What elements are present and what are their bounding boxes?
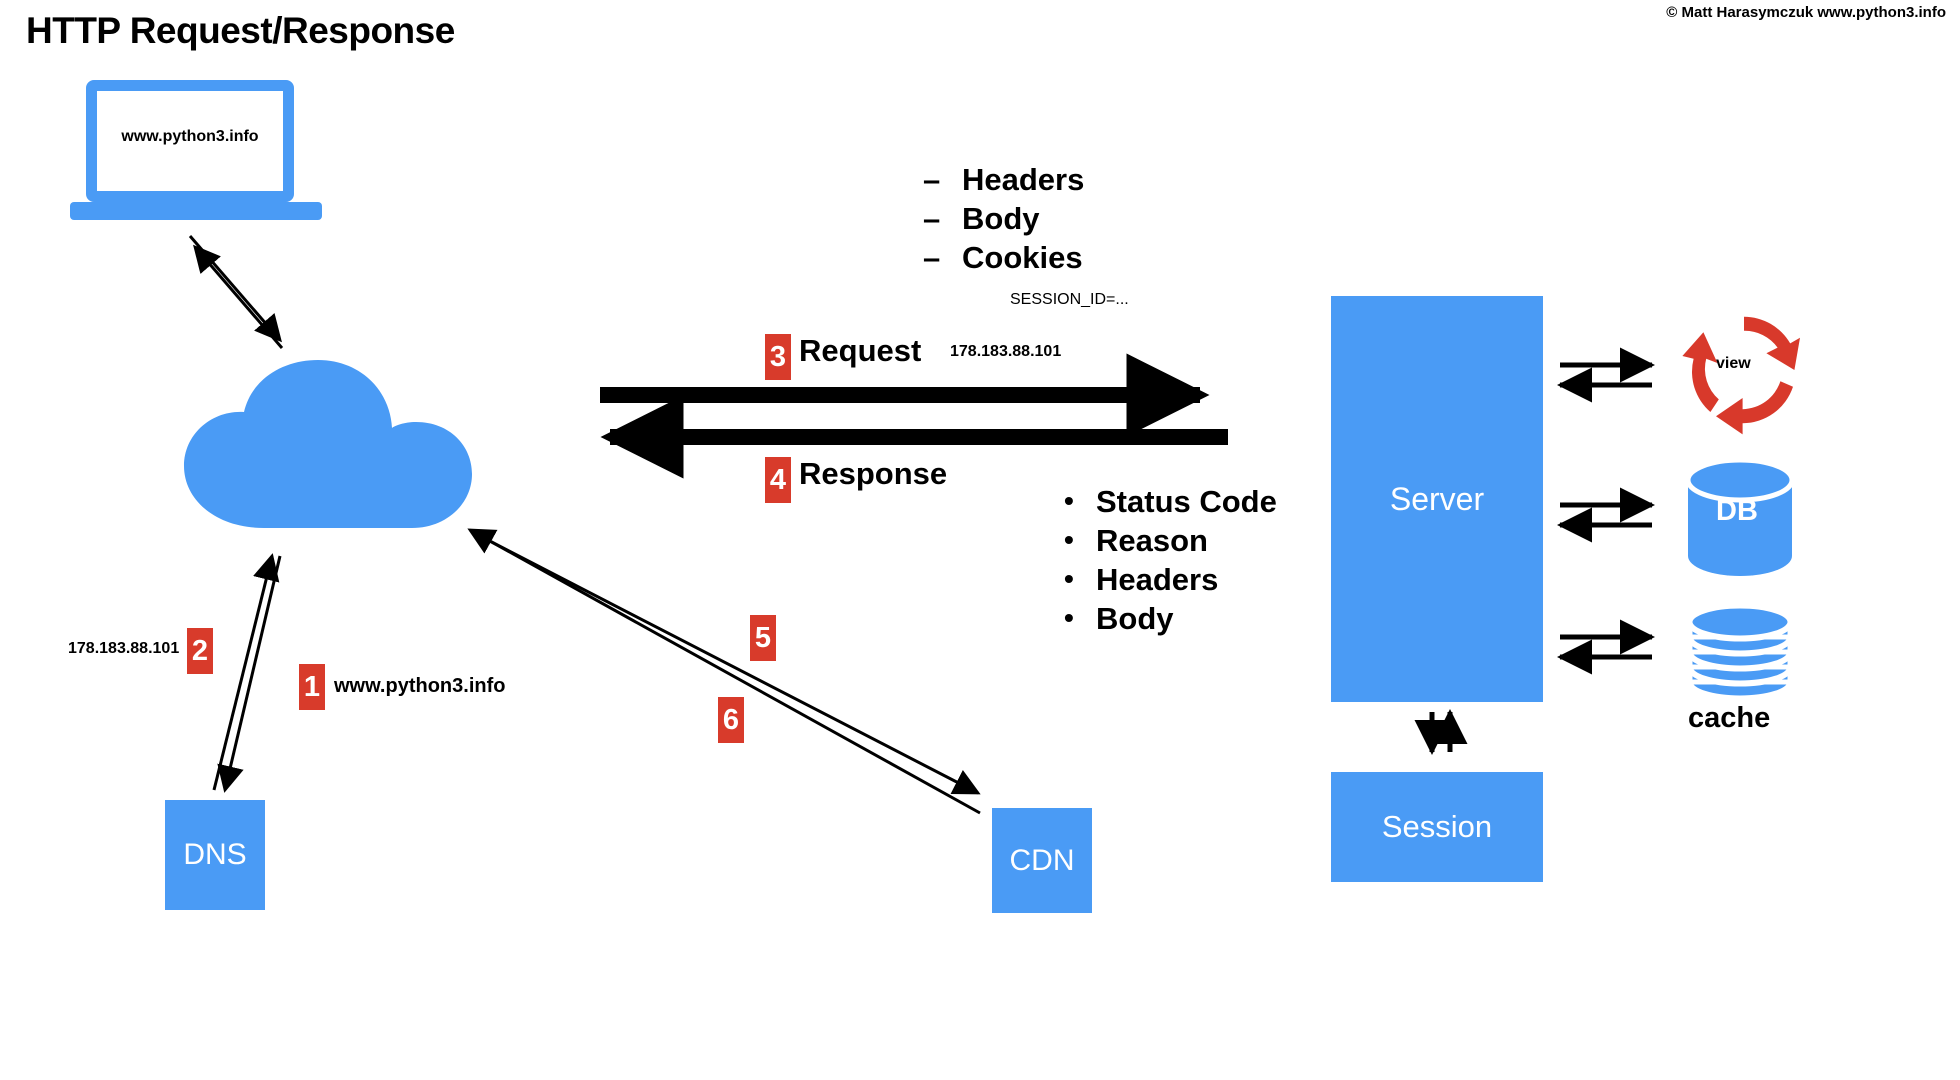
- laptop-url-label: www.python3.info: [121, 128, 259, 145]
- laptop-base: [70, 202, 322, 220]
- step-badge-5: 5: [750, 615, 776, 661]
- session-node[interactable]: Session: [1331, 772, 1543, 882]
- laptop-icon: www.python3.info: [70, 80, 322, 224]
- step-badge-4: 4: [765, 457, 791, 503]
- request-target-ip: 178.183.88.101: [950, 343, 1062, 360]
- step-badge-1: 1: [299, 664, 325, 710]
- request-part-item: Headers: [920, 160, 1084, 199]
- internet-cloud-icon: [168, 360, 480, 530]
- response-label: Response: [799, 456, 948, 491]
- cdn-node[interactable]: CDN: [992, 808, 1092, 913]
- request-part-item: Body: [920, 199, 1084, 238]
- request-parts-list: Headers Body Cookies: [920, 160, 1084, 277]
- cache-stack-icon: [1684, 598, 1796, 702]
- step-badge-6: 6: [718, 697, 744, 743]
- dns-answer-ip-label: 178.183.88.101: [68, 640, 180, 657]
- server-node[interactable]: Server: [1331, 296, 1543, 702]
- page-title: HTTP Request/Response: [26, 10, 455, 51]
- request-part-item: Cookies: [920, 238, 1084, 277]
- session-id-cookie-label: SESSION_ID=...: [1010, 291, 1129, 308]
- response-parts-list: Status Code Reason Headers Body: [1060, 481, 1277, 638]
- view-recycle-icon: [1674, 300, 1814, 440]
- response-part-item: Reason: [1060, 520, 1277, 560]
- dns-node[interactable]: DNS: [165, 800, 265, 910]
- step-badge-2: 2: [187, 628, 213, 674]
- cache-label: cache: [1688, 702, 1771, 734]
- db-label: DB: [1716, 495, 1758, 527]
- request-label: Request: [799, 333, 922, 368]
- response-part-item: Headers: [1060, 559, 1277, 599]
- dns-query-label: www.python3.info: [334, 675, 506, 697]
- database-cylinder-icon: [1684, 457, 1796, 578]
- view-label: view: [1716, 355, 1751, 372]
- response-part-item: Status Code: [1060, 481, 1277, 521]
- copyright-notice: © Matt Harasymczuk www.python3.info: [1666, 4, 1946, 21]
- laptop-screen: [86, 80, 294, 202]
- step-badge-3: 3: [765, 334, 791, 380]
- response-part-item: Body: [1060, 598, 1277, 638]
